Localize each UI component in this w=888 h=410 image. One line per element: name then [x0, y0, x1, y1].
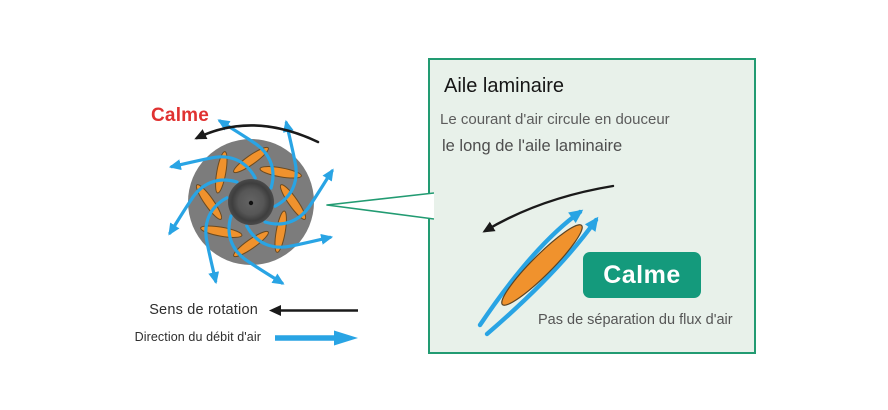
callout-connector-lines [326, 192, 434, 220]
legend-airflow-label: Direction du débit d'air [134, 330, 261, 344]
calm-status-badge: Calme [583, 252, 701, 298]
airflow-arrows [168, 119, 334, 285]
blade-rotation-arrow-icon [482, 184, 615, 233]
rotation-direction-arc-icon [194, 124, 320, 144]
fan-blades [195, 146, 307, 258]
fan-calm-label: Calme [151, 105, 210, 126]
fan-impeller-illustration [168, 119, 334, 285]
panel-title: Aile laminaire [444, 75, 565, 97]
panel-description-line2: le long de l'aile laminaire [442, 137, 623, 155]
panel-caption: Pas de séparation du flux d'air [538, 312, 733, 328]
panel-description-line1: Le courant d'air circule en douceur [440, 111, 670, 128]
laminar-blade-shape [501, 224, 583, 306]
blue-right-arrow-icon [275, 330, 358, 346]
laminar-wing-panel: Aile laminaire Le courant d'air circule … [428, 58, 756, 354]
smooth-flow-streamlines [477, 209, 599, 337]
legend-rotation-label: Sens de rotation [149, 302, 258, 318]
laminar-blade-illustration [477, 184, 615, 337]
black-left-arrow-icon [269, 305, 358, 316]
fan-hub-center-dot [248, 200, 254, 206]
calm-badge-label: Calme [603, 260, 681, 289]
